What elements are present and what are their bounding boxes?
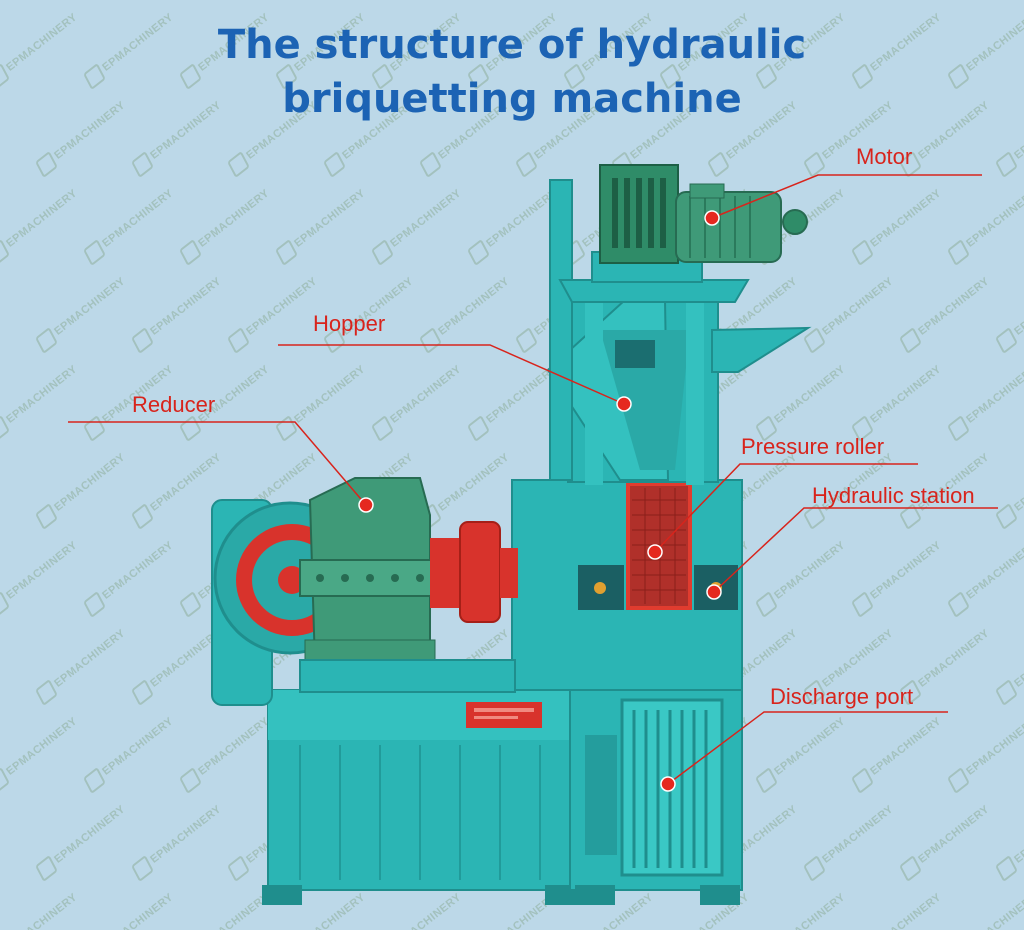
- hopper-dot: [616, 396, 632, 412]
- press-tower: [511, 479, 743, 905]
- motor-dot: [704, 210, 720, 226]
- hopper-leader: [278, 344, 625, 405]
- title-line-1: The structure of hydraulic: [217, 22, 807, 68]
- reducer-dot: [358, 497, 374, 513]
- pressure-roller-dot: [647, 544, 663, 560]
- nameplate: [466, 702, 542, 728]
- machine-base: [262, 689, 585, 905]
- hydraulic-station-dot: [706, 584, 722, 600]
- label-reducer: Reducer: [132, 392, 216, 417]
- label-discharge-port: Discharge port: [770, 684, 914, 709]
- drive-assembly: [211, 477, 518, 706]
- label-motor: Motor: [856, 144, 913, 169]
- callout-dots: [358, 210, 722, 792]
- page-title: The structure of hydraulic briquetting m…: [0, 18, 1024, 126]
- pressure-roller-leader: [654, 463, 918, 553]
- label-hopper: Hopper: [313, 311, 386, 336]
- label-pressure-roller: Pressure roller: [741, 434, 885, 459]
- label-hydraulic-station: Hydraulic station: [812, 483, 975, 508]
- motor-assembly: [599, 164, 808, 264]
- discharge-port-dot: [660, 776, 676, 792]
- reducer-leader: [68, 421, 367, 506]
- motor-leader: [711, 174, 982, 219]
- hydraulic-station-leader: [713, 507, 998, 593]
- callout-leaders: [68, 174, 998, 785]
- title-line-2: briquetting machine: [282, 76, 742, 122]
- discharge-port-leader: [667, 711, 948, 785]
